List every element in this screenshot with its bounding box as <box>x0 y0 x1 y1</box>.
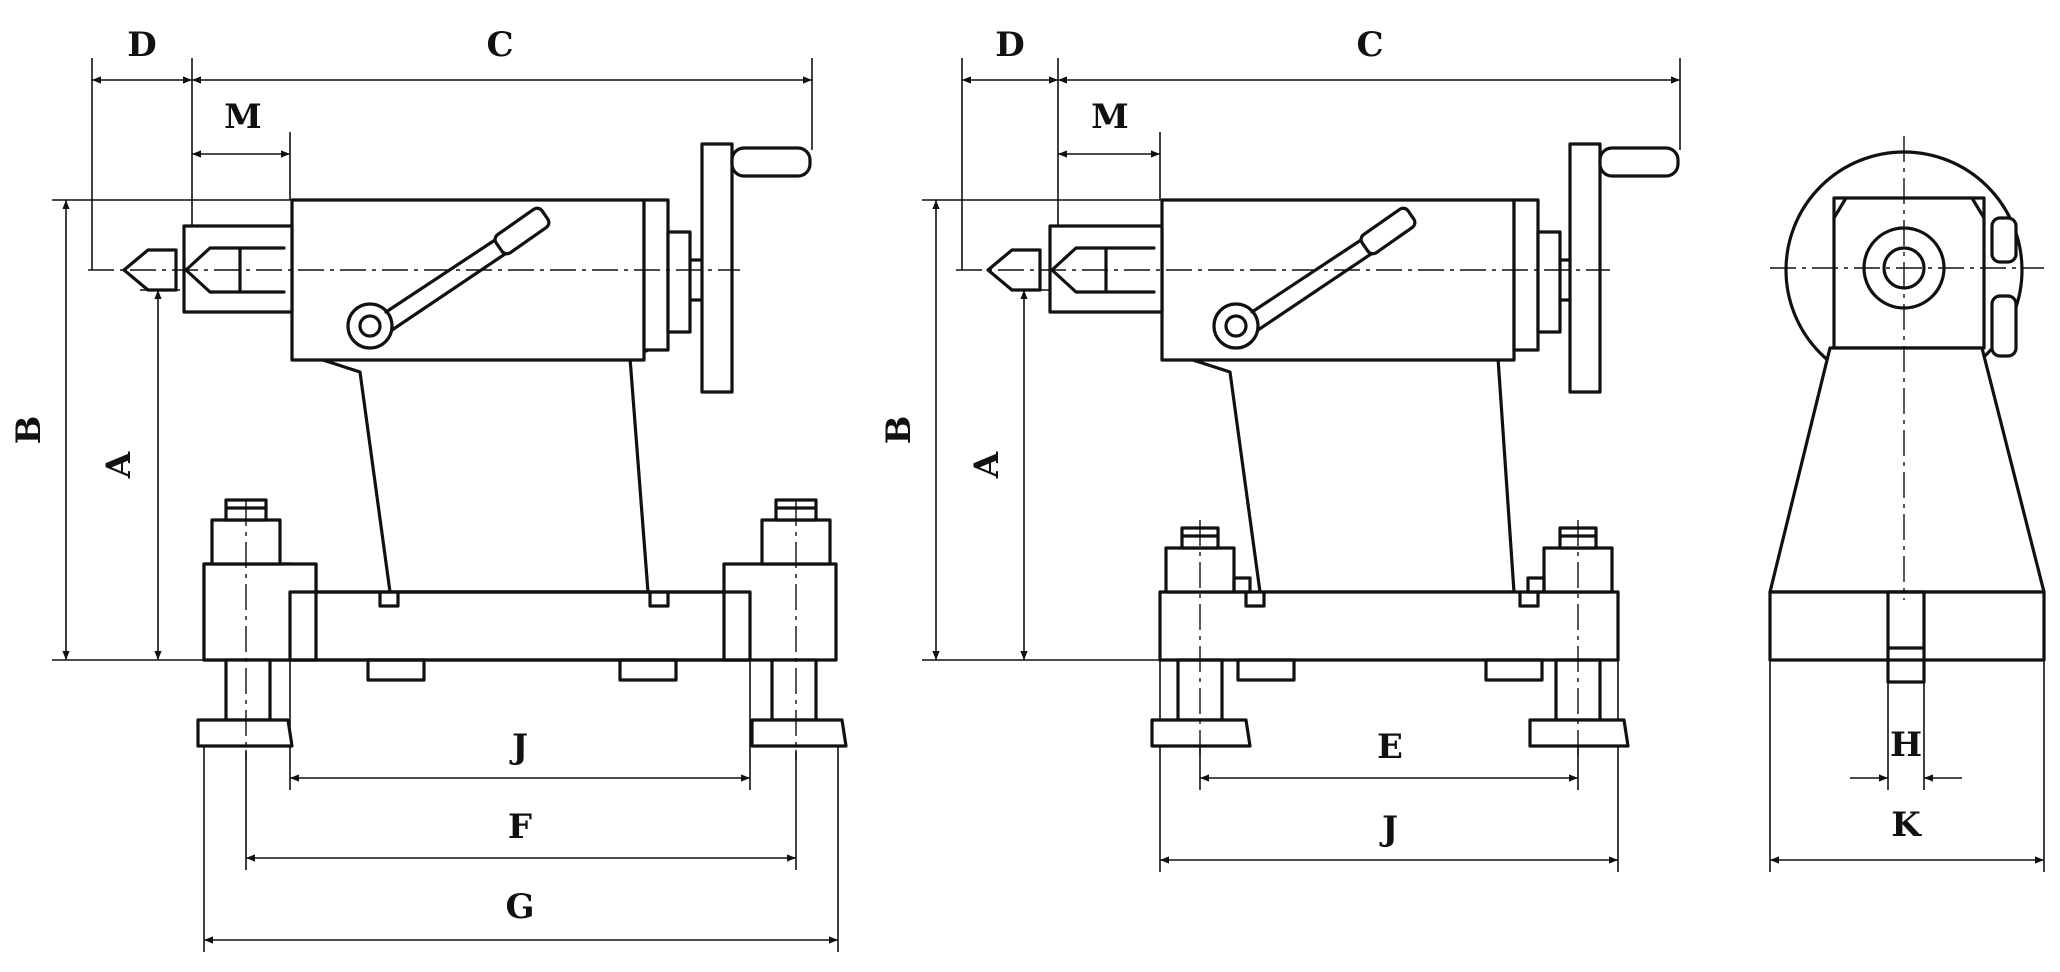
label-m: M <box>224 97 262 137</box>
label-c: C <box>486 25 513 65</box>
label-c-b: C <box>1356 25 1383 65</box>
label-g: G <box>505 887 534 927</box>
label-b: B <box>9 416 49 445</box>
tailstock-body-a <box>122 142 848 748</box>
front-view: H K <box>1768 136 2046 872</box>
label-j-b: J <box>1379 809 1398 849</box>
label-b-b: B <box>879 416 919 445</box>
label-j: J <box>509 727 528 767</box>
label-h: H <box>1890 725 1922 765</box>
label-k: K <box>1891 805 1922 845</box>
tailstock-body-b <box>986 142 1680 748</box>
label-a: A <box>99 451 139 479</box>
label-d-b: D <box>995 25 1024 65</box>
side-view-a: D C M B A J F G <box>9 25 848 952</box>
label-a-b: A <box>967 451 1007 479</box>
label-m-b: M <box>1091 97 1129 137</box>
label-d: D <box>127 25 156 65</box>
side-view-b: D C M B A E J <box>879 25 1681 872</box>
label-f: F <box>508 807 532 847</box>
label-e-b: E <box>1377 727 1403 767</box>
